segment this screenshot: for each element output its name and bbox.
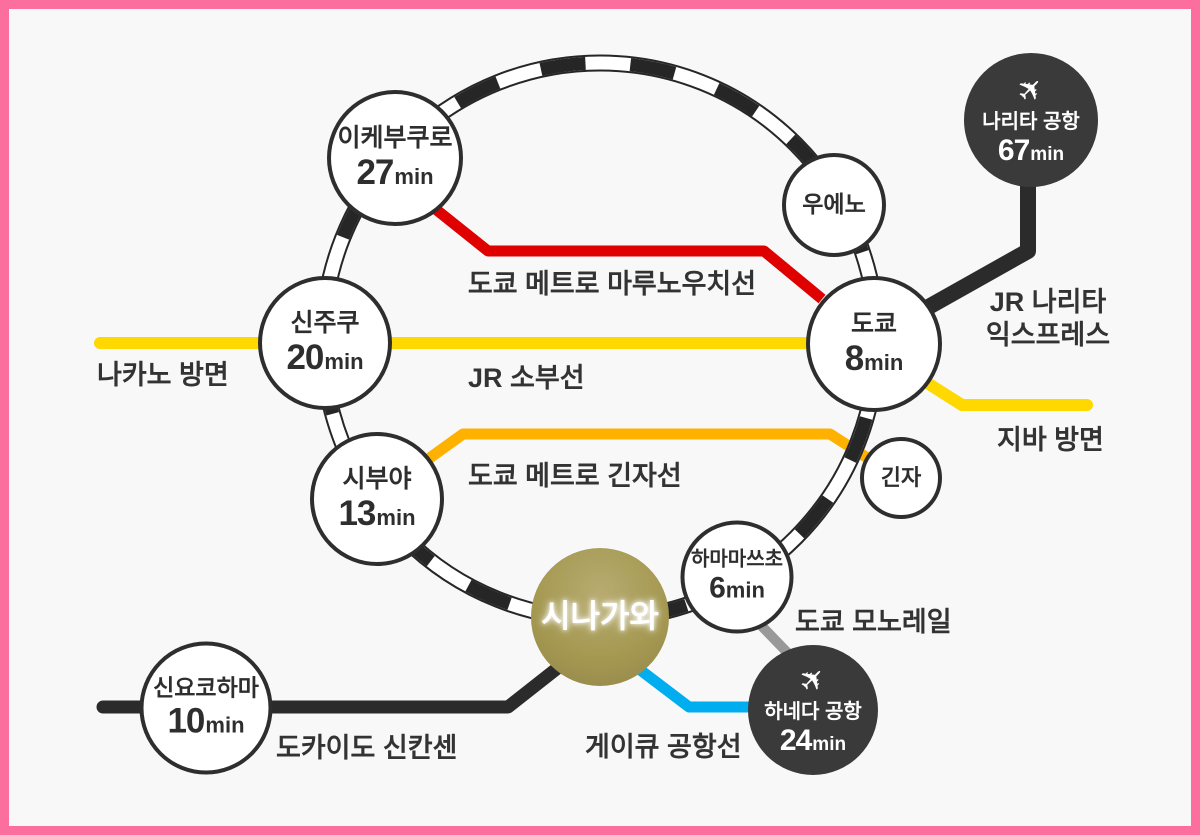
station-travel-time: 20min	[286, 337, 364, 377]
station-name: 긴자	[880, 464, 922, 490]
label-nakano-direction: 나카노 방면	[97, 360, 229, 390]
label-narita-express-line1: JR 나리타	[989, 287, 1107, 317]
label-tokaido-shinkansen: 도카이도 신칸센	[276, 733, 458, 763]
airplane-icon: ✈	[791, 658, 835, 702]
marunouchi-line	[424, 198, 826, 304]
airplane-icon: ✈	[1009, 68, 1053, 112]
airport-name: 하네다 공항	[764, 700, 862, 723]
label-ginza-line: 도쿄 메트로 긴자선	[468, 461, 682, 491]
station-name: 도쿄	[850, 309, 897, 338]
station-name: 신요코하마	[153, 674, 259, 701]
station-hamamatsucho: 하마마쓰초 6min	[680, 520, 794, 634]
station-travel-time: 13min	[338, 493, 416, 533]
station-travel-time: 6min	[709, 571, 765, 605]
airport-narita: ✈ 나리타 공항 67min	[964, 53, 1098, 187]
label-keikyu-line: 게이큐 공항선	[585, 732, 742, 762]
station-shin-yokohama: 신요코하마 10min	[139, 641, 273, 775]
station-travel-time: 27min	[356, 152, 434, 192]
airport-name: 나리타 공항	[982, 110, 1080, 133]
station-name: 이케부쿠로	[337, 123, 453, 152]
label-tokyo-monorail: 도쿄 모노레일	[795, 607, 952, 637]
label-marunouchi-line: 도쿄 메트로 마루노우치선	[467, 269, 757, 299]
station-travel-time: 8min	[844, 338, 904, 378]
station-name: 우에노	[802, 191, 866, 218]
station-ginza: 긴자	[860, 437, 942, 519]
label-narita-express: JR 나리타 익스프레스	[986, 286, 1110, 352]
station-name: 시부야	[342, 464, 412, 493]
label-chiba-direction: 지바 방면	[997, 425, 1104, 455]
station-name: 하마마쓰초	[691, 548, 783, 571]
airport-travel-time: 24min	[779, 723, 847, 757]
station-ikebukuro: 이케부쿠로 27min	[327, 90, 463, 226]
station-ueno: 우에노	[782, 153, 886, 257]
station-travel-time: 10min	[167, 701, 245, 741]
station-name: 신주쿠	[290, 308, 360, 337]
airport-haneda: ✈ 하네다 공항 24min	[748, 645, 878, 775]
label-narita-express-line2: 익스프레스	[985, 319, 1111, 350]
station-tokyo: 도쿄 8min	[806, 276, 942, 412]
station-shinjuku: 신주쿠 20min	[258, 276, 392, 410]
station-shibuya: 시부야 13min	[310, 432, 444, 566]
label-sobu-line: JR 소부선	[468, 363, 585, 393]
station-name: 시나가와	[541, 598, 659, 635]
airport-travel-time: 67min	[997, 133, 1065, 167]
station-shinagawa: 시나가와	[531, 548, 669, 686]
